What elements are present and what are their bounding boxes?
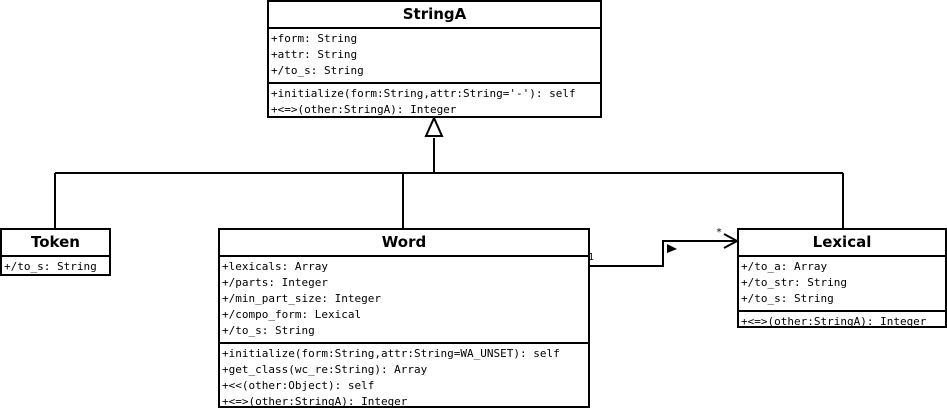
class-stringa[interactable]: StringA +form: String +attr: String +/to… <box>267 0 602 118</box>
operation: +initialize(form:String,attr:String='-')… <box>271 87 576 100</box>
attributes-section: +/to_s: String <box>2 257 109 278</box>
attributes-section: +lexicals: Array +/parts: Integer +/min_… <box>220 257 588 342</box>
operation: +<<(other:Object): self <box>222 379 375 392</box>
attribute: +/parts: Integer <box>222 276 328 289</box>
attributes-section: +form: String +attr: String +/to_s: Stri… <box>269 29 600 82</box>
association-direction-icon <box>667 244 677 253</box>
class-lexical[interactable]: Lexical +/to_a: Array +/to_str: String +… <box>737 228 947 328</box>
operation: +get_class(wc_re:String): Array <box>222 363 428 376</box>
association-line <box>590 240 737 267</box>
class-name: Token <box>2 230 109 257</box>
operations-section: +<=>(other:StringA): Integer <box>739 310 945 333</box>
operations-section: +initialize(form:String,attr:String='-')… <box>269 82 600 121</box>
class-token[interactable]: Token +/to_s: String <box>0 228 111 276</box>
class-name: Lexical <box>739 230 945 257</box>
attribute: +/to_s: String <box>4 260 97 273</box>
attribute: +lexicals: Array <box>222 260 328 273</box>
attribute: +form: String <box>271 32 358 45</box>
attribute: +attr: String <box>271 48 358 61</box>
attribute: +/to_s: String <box>271 64 364 77</box>
class-name: Word <box>220 230 588 257</box>
attribute: +/to_a: Array <box>741 260 828 273</box>
attribute: +/compo_form: Lexical <box>222 308 362 321</box>
operations-section: +initialize(form:String,attr:String=WA_U… <box>220 342 588 409</box>
operation: +initialize(form:String,attr:String=WA_U… <box>222 347 560 360</box>
operation: +<=>(other:StringA): Integer <box>271 103 457 116</box>
class-word[interactable]: Word +lexicals: Array +/parts: Integer +… <box>218 228 590 408</box>
attribute: +/to_s: String <box>741 292 834 305</box>
attribute: +/to_str: String <box>741 276 847 289</box>
attribute: +/min_part_size: Integer <box>222 292 381 305</box>
attributes-section: +/to_a: Array +/to_str: String +/to_s: S… <box>739 257 945 310</box>
source-multiplicity: 1 <box>588 252 595 263</box>
operation: +<=>(other:StringA): Integer <box>222 395 408 408</box>
class-name: StringA <box>269 2 600 29</box>
attribute: +/to_s: String <box>222 324 315 337</box>
operation: +<=>(other:StringA): Integer <box>741 315 927 328</box>
target-multiplicity: * <box>716 227 723 238</box>
generalization-arrowhead <box>424 115 444 137</box>
